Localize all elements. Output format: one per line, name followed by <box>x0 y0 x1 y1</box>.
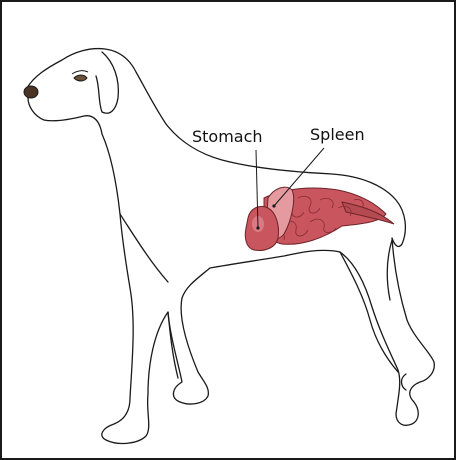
spleen-label: Spleen <box>310 125 365 144</box>
organs-group <box>245 187 394 250</box>
ear-outline <box>96 52 118 113</box>
rear-paw-outline <box>402 374 407 390</box>
eye <box>74 75 87 81</box>
dog-outline <box>27 49 434 444</box>
spleen-leader-dot <box>272 204 275 207</box>
stomach-leader-dot <box>256 226 259 229</box>
hind-leg-inner2-outline <box>387 240 392 300</box>
stomach-label: Stomach <box>192 127 263 146</box>
nose <box>24 86 38 98</box>
brow <box>72 71 88 74</box>
hind-leg-inner-outline <box>340 252 398 372</box>
